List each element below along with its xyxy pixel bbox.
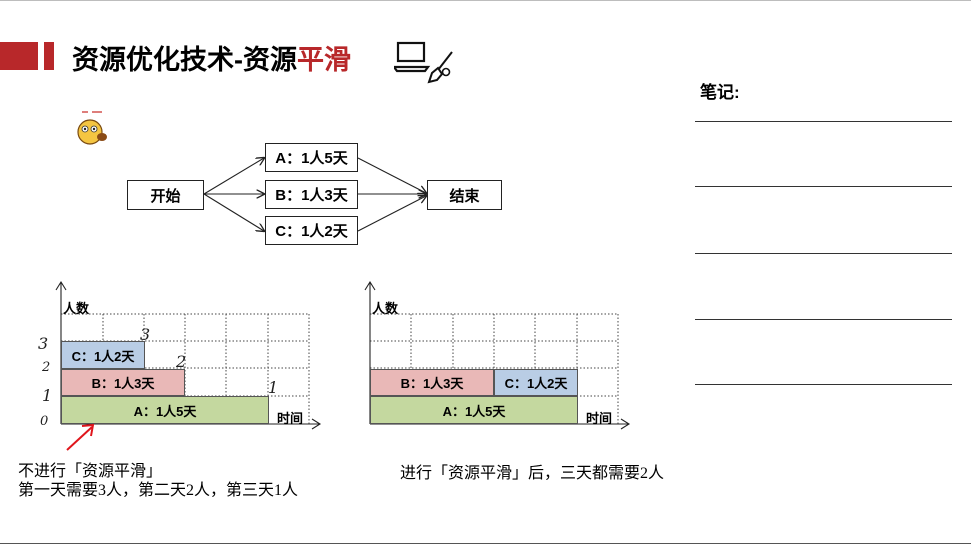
handwritten-n2: 2 [176,352,187,371]
note-line [695,186,952,187]
handwritten-n3: 3 [140,325,151,344]
right-bar-task-c: C：1人2天 [494,369,578,396]
handwritten-y2: 2 [42,360,51,375]
notes-label: 笔记: [700,83,740,102]
left-y-axis-label: 人数 [63,301,90,316]
right-bar-task-a: A：1人5天 [370,396,578,424]
left-bar-task-a: A：1人5天 [61,396,269,424]
red-arrow-icon [66,423,95,451]
caption-right: 进行「资源平滑」后，三天都需要2人 [400,465,665,482]
handwritten-y3: 3 [38,334,49,353]
left-bar-task-b: B：1人3天 [61,369,185,396]
handwritten-y1: 1 [42,386,53,405]
node-start: 开始 [127,180,204,210]
caption-left-line1: 不进行「资源平滑」 [18,463,163,480]
right-x-axis-label: 时间 [586,411,613,426]
note-line [695,319,952,320]
node-task-b: B：1人3天 [265,180,358,209]
title-accent-bar-small [44,42,54,70]
handwritten-n1: 1 [268,378,279,397]
bottom-border [0,543,971,544]
title-highlight: 平滑 [297,45,351,75]
handwritten-y0: 0 [40,414,49,429]
laptop-shovel-icon [394,41,453,84]
title-main: 资源优化技术-资源 [72,45,297,75]
note-line [695,253,952,254]
note-line [695,121,952,122]
page-title: 资源优化技术-资源平滑 [72,38,351,77]
note-line [695,384,952,385]
caption-left-line2: 第一天需要3人，第二天2人，第三天1人 [18,482,299,499]
top-border [0,0,971,1]
node-end: 结束 [427,180,502,210]
node-task-c: C：1人2天 [265,216,358,245]
left-x-axis-label: 时间 [277,411,304,426]
mascot-icon [77,111,107,145]
title-accent-bar [0,42,38,70]
left-bar-task-c: C：1人2天 [61,341,145,369]
right-y-axis-label: 人数 [372,301,399,316]
right-bar-task-b: B：1人3天 [370,369,494,396]
node-task-a: A：1人5天 [265,143,358,172]
